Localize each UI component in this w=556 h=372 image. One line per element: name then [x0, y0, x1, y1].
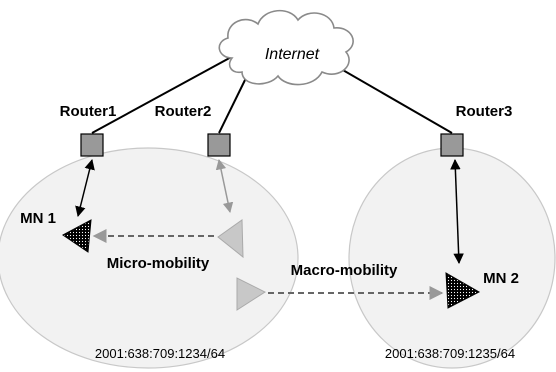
subnet-left-prefix: 2001:638:709:1234/64: [95, 346, 225, 361]
mn2-node: [445, 272, 481, 309]
subnet-right-prefix: 2001:638:709:1235/64: [385, 346, 515, 361]
macro-mobility-label: Macro-mobility: [291, 262, 398, 279]
router2-label: Router2: [155, 103, 212, 120]
mn1-node: [62, 219, 92, 253]
micro-mobility-label: Micro-mobility: [107, 255, 210, 272]
mn1-label: MN 1: [20, 210, 56, 227]
ghost-node-micro: [217, 219, 244, 259]
router3-label: Router3: [456, 103, 513, 120]
mn2-label: MN 2: [483, 270, 519, 287]
link-router2-ghost: [215, 158, 234, 214]
internet-label: Internet: [265, 46, 320, 63]
link-router1-internet: [91, 54, 236, 134]
router2-box: [207, 133, 231, 157]
link-router1-mn1: [75, 158, 95, 218]
router1-label: Router1: [60, 103, 117, 120]
link-router2-internet: [218, 77, 247, 134]
router3-box: [440, 133, 464, 157]
internet-cloud: Internet: [218, 9, 354, 86]
link-router3-mn2: [450, 158, 464, 265]
router1-box: [80, 133, 104, 157]
ghost-node-macro: [236, 277, 267, 311]
subnet-cell-right: [348, 147, 556, 369]
